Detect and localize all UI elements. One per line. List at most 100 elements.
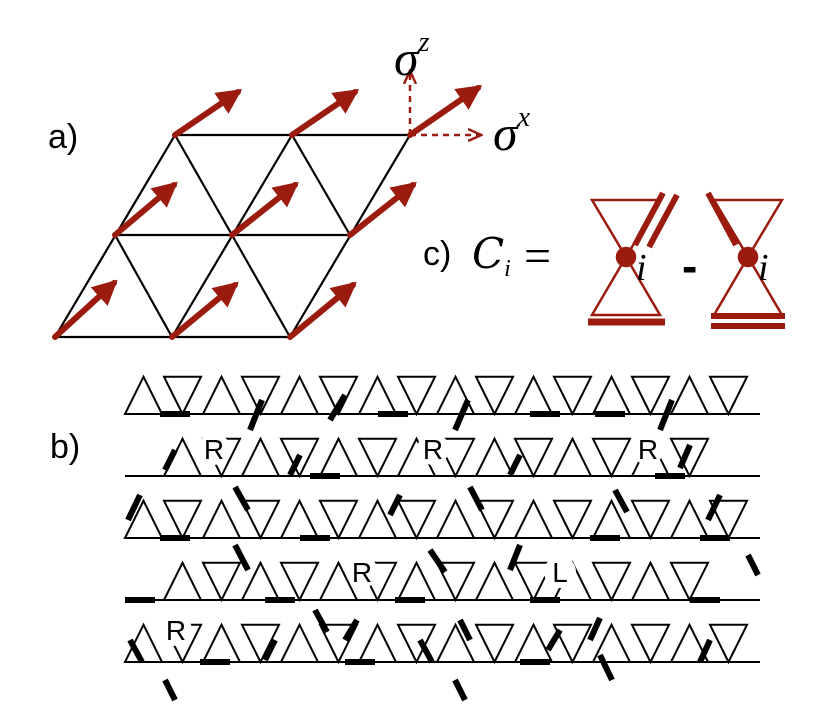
kagome-triangle <box>357 437 398 479</box>
spin-arrow <box>229 181 299 238</box>
sigma-x-label: σx <box>493 102 531 161</box>
kagome-triangle <box>162 375 203 417</box>
spin-arrow <box>169 281 239 340</box>
kagome-triangle <box>201 622 242 663</box>
kagome-triangle <box>708 623 749 665</box>
spin-arrow <box>289 89 360 138</box>
panel-b-label: b) <box>50 428 80 466</box>
plaquette-p4: R <box>346 556 378 588</box>
spin-arrow <box>287 281 357 340</box>
spin-arrow <box>407 85 483 138</box>
panel-c: c) Ci = i - i <box>423 191 785 329</box>
dimer-bond <box>417 638 435 664</box>
kagome-triangle <box>513 498 554 539</box>
kagome-triangle <box>240 375 281 417</box>
dimer-bond <box>587 616 603 642</box>
c-i-symbol: Ci <box>472 229 511 282</box>
dimer-bond <box>677 443 693 470</box>
spin-arrow <box>112 181 178 238</box>
plaquette-p1: R <box>198 433 230 465</box>
dimer-bond <box>705 493 723 522</box>
kagome-triangle <box>474 375 515 417</box>
kagome-triangle <box>513 561 554 603</box>
plaquette-labels: R R R R L R <box>160 433 664 646</box>
kagome-triangle <box>591 561 632 603</box>
kagome-triangle <box>201 561 242 603</box>
dimer-bond <box>287 453 303 477</box>
site-label-1: i <box>636 247 647 289</box>
minus-sign: - <box>682 240 697 292</box>
hourglass-term-1 <box>588 191 680 326</box>
svg-text:L: L <box>552 557 568 588</box>
kagome-triangle <box>240 623 281 665</box>
dimer-bond <box>162 448 178 472</box>
dimer-bond <box>597 653 615 682</box>
kagome-triangle <box>318 375 359 417</box>
kagome-triangle <box>435 498 476 539</box>
kagome-triangle <box>396 375 437 417</box>
panel-a: a) σz σx <box>48 27 531 340</box>
kagome-triangle <box>357 498 398 539</box>
kagome-triangle <box>318 623 359 665</box>
kagome-triangle <box>279 437 320 479</box>
kagome-triangle <box>513 437 554 479</box>
kagome-triangle <box>396 560 437 601</box>
svg-text:R: R <box>352 557 372 588</box>
kagome-triangle <box>513 374 554 415</box>
kagome-triangle <box>123 374 164 415</box>
dimer-bond <box>657 398 675 432</box>
dimer-bond <box>232 485 251 512</box>
plaquette-p3: R <box>632 433 664 465</box>
kagome-triangle <box>240 436 281 477</box>
svg-text:R: R <box>423 434 443 465</box>
spin-arrows <box>52 85 483 340</box>
kagome-triangle <box>669 498 710 539</box>
kagome-triangle <box>591 437 632 479</box>
panel-b: b) R R R R L R <box>50 374 761 702</box>
sigma-z-label: σz <box>394 27 430 86</box>
hourglass-term-2 <box>705 191 785 329</box>
equals-sign: = <box>524 230 551 283</box>
dimer-bond <box>452 398 471 432</box>
kagome-triangle <box>279 622 320 663</box>
dimer-bond <box>697 638 713 664</box>
kagome-triangle <box>279 498 320 539</box>
svg-text:R: R <box>638 434 658 465</box>
kagome-triangle <box>318 436 359 477</box>
kagome-triangle <box>630 560 671 601</box>
plaquette-p5: L <box>544 556 576 588</box>
dimer-bond <box>162 678 178 702</box>
plaquette-p6: R <box>160 614 192 646</box>
kagome-triangle <box>357 622 398 663</box>
dimer-bond <box>387 493 403 517</box>
dimer-bond <box>457 618 473 642</box>
spin-arrow <box>347 181 417 238</box>
spin-axes <box>410 72 480 135</box>
dimer-bond <box>745 553 761 577</box>
dimer-bond <box>232 543 251 572</box>
dimer-bond <box>127 638 145 664</box>
svg-text:R: R <box>204 434 224 465</box>
kagome-triangle <box>474 436 515 477</box>
dimer-bond <box>327 393 348 422</box>
kagome-triangle <box>630 623 671 665</box>
kagome-triangle <box>396 623 437 665</box>
kagome-triangle <box>669 437 710 479</box>
spin-arrow <box>172 89 243 138</box>
kagome-triangle <box>162 499 203 541</box>
kagome-triangle <box>552 499 593 541</box>
svg-text:R: R <box>166 615 186 646</box>
dimer-bonds <box>125 393 761 702</box>
dimer-bond <box>452 678 468 702</box>
kagome-triangle <box>396 499 437 541</box>
dimer-bond <box>125 493 143 522</box>
kagome-triangle <box>513 622 554 663</box>
kagome-triangle <box>630 499 671 541</box>
dimer-bond <box>507 543 523 572</box>
kagome-triangle <box>708 499 749 541</box>
kagome-triangle <box>318 499 359 541</box>
kagome-triangle <box>279 374 320 415</box>
kagome-triangle <box>435 374 476 415</box>
dimer-bond <box>312 608 330 634</box>
dimer-bond <box>612 488 630 514</box>
